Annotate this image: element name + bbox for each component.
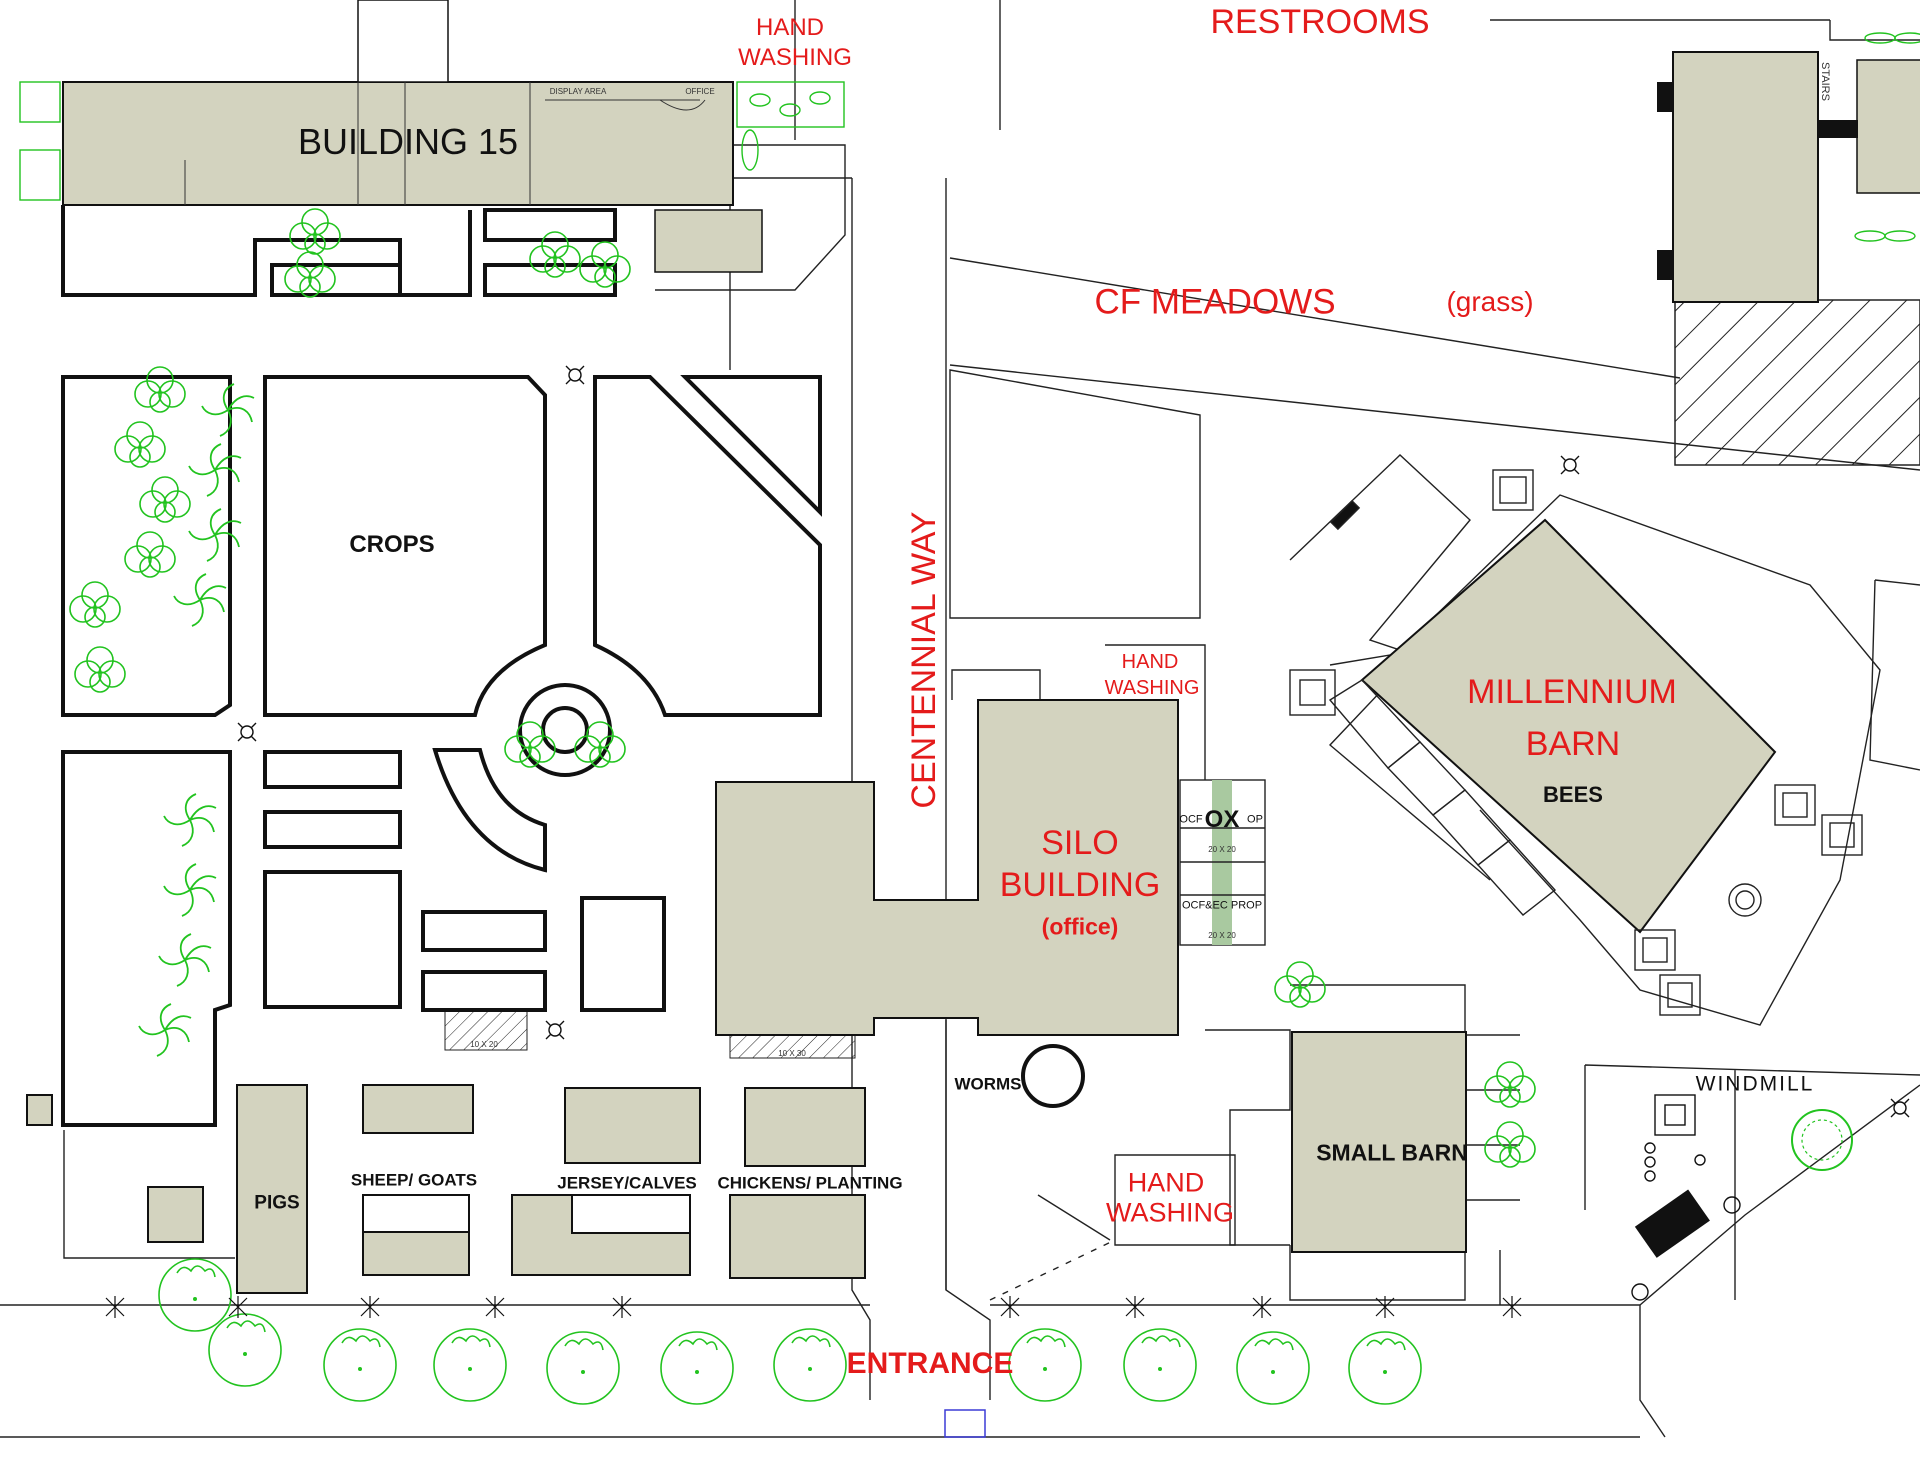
roundabout-inner xyxy=(541,706,589,754)
dark-box xyxy=(1634,1189,1710,1258)
small-square-a xyxy=(147,1186,204,1243)
trees xyxy=(69,208,1853,1405)
jersey-calves-label: JERSEY/CALVES xyxy=(557,1173,697,1193)
size-20x20-a: 20 X 20 xyxy=(1208,845,1236,854)
hand-washing-mid-line1: HAND xyxy=(1121,651,1179,673)
ocf-ec-prop-label: OCF&EC PROP xyxy=(1181,899,1263,912)
worms-label: WORMS xyxy=(954,1074,1022,1094)
small-barn xyxy=(1291,1031,1467,1253)
building-15-tower xyxy=(357,0,449,83)
size-10x30: 10 X 30 xyxy=(778,1049,806,1058)
bees-label: BEES xyxy=(1543,782,1603,807)
centennial-way-label: CENTENNIAL WAY xyxy=(905,511,943,809)
sheep-goats-pen-c xyxy=(362,1231,470,1276)
chickens-pen-a xyxy=(744,1087,866,1167)
sheep-goats-label: SHEEP/ GOATS xyxy=(350,1170,478,1190)
diagonal-plot-a xyxy=(593,375,822,717)
hand-washing-mid-line2: WASHING xyxy=(1104,677,1200,699)
crops-plot xyxy=(263,375,547,717)
pigs-label: PIGS xyxy=(254,1192,300,1214)
stairs-label: STAIRS xyxy=(1819,62,1831,101)
stair-blocks xyxy=(1657,82,1858,280)
hatched-small-bldg xyxy=(654,209,763,273)
jersey-calves-pen-a xyxy=(564,1087,701,1164)
hatched-lot-small-a xyxy=(444,1009,528,1051)
roundabout-arc xyxy=(432,748,547,873)
small-barn-label: SMALL BARN xyxy=(1316,1139,1468,1166)
lower-left-plot xyxy=(61,750,232,1127)
roundabout-outer xyxy=(518,683,612,777)
buildings xyxy=(26,0,1920,1294)
millennium-barn-line2: BARN xyxy=(1525,725,1621,763)
size-20x20-b: 20 X 20 xyxy=(1208,931,1236,940)
hedge-green xyxy=(19,32,1920,242)
pigs-pen xyxy=(236,1084,308,1294)
diagonal-plot-b xyxy=(680,375,822,517)
plot-outlines xyxy=(61,205,822,1127)
silo-building-line1: SILO xyxy=(1041,824,1119,862)
ocf-label: OCF xyxy=(1179,813,1203,826)
jersey-calves-pen-c xyxy=(571,1194,691,1234)
hand-washing-low-line1: HAND xyxy=(1127,1167,1205,1198)
building-15-label: BUILDING 15 xyxy=(297,121,519,162)
crops-label: CROPS xyxy=(349,531,435,558)
size-10x20: 10 X 20 xyxy=(470,1040,498,1049)
restrooms-label: RESTROOMS xyxy=(1210,3,1430,41)
small-square-b xyxy=(26,1094,53,1126)
windmill-structure xyxy=(1631,1094,1741,1301)
building-15-interior xyxy=(184,82,706,205)
windmill-label: WINDMILL xyxy=(1695,1072,1815,1096)
hand-washing-top-line2: WASHING xyxy=(738,44,852,71)
op-label: OP xyxy=(1247,813,1263,826)
sheep-goats-pen-a xyxy=(362,1084,474,1134)
ox-label: OX xyxy=(1204,806,1240,833)
cf-meadows-label: CF MEADOWS xyxy=(1094,282,1336,322)
upper-right-building xyxy=(1672,51,1819,303)
hand-washing-low-line2: WASHING xyxy=(1106,1197,1234,1228)
grass-label: (grass) xyxy=(1446,286,1534,317)
millennium-barn-line1: MILLENNIUM xyxy=(1467,673,1677,711)
left-long-plot xyxy=(61,375,232,717)
building-15 xyxy=(62,81,734,206)
chickens-pen-b xyxy=(729,1194,866,1279)
blue-hatched-box xyxy=(944,1409,986,1438)
silo-building xyxy=(715,699,1179,1036)
hatched-lot xyxy=(1674,299,1920,466)
barn-side-boxes xyxy=(1289,469,1863,1016)
hand-washing-top-line1: HAND xyxy=(755,14,825,41)
building-15-display-area: DISPLAY AREA xyxy=(549,87,607,96)
worms-bin xyxy=(1021,1044,1085,1108)
silo-side-boxes xyxy=(1179,779,1266,946)
chickens-planting-label: CHICKENS/ PLANTING xyxy=(717,1173,903,1193)
building-15-lower-outline xyxy=(61,205,472,297)
office-label: (office) xyxy=(1041,913,1119,940)
millennium-barn xyxy=(1360,518,1777,934)
upper-right-building-b xyxy=(1856,59,1920,194)
silo-building-line2: BUILDING xyxy=(999,866,1161,904)
entrance-label: ENTRANCE xyxy=(846,1347,1014,1380)
building-15-office: OFFICE xyxy=(685,87,715,96)
